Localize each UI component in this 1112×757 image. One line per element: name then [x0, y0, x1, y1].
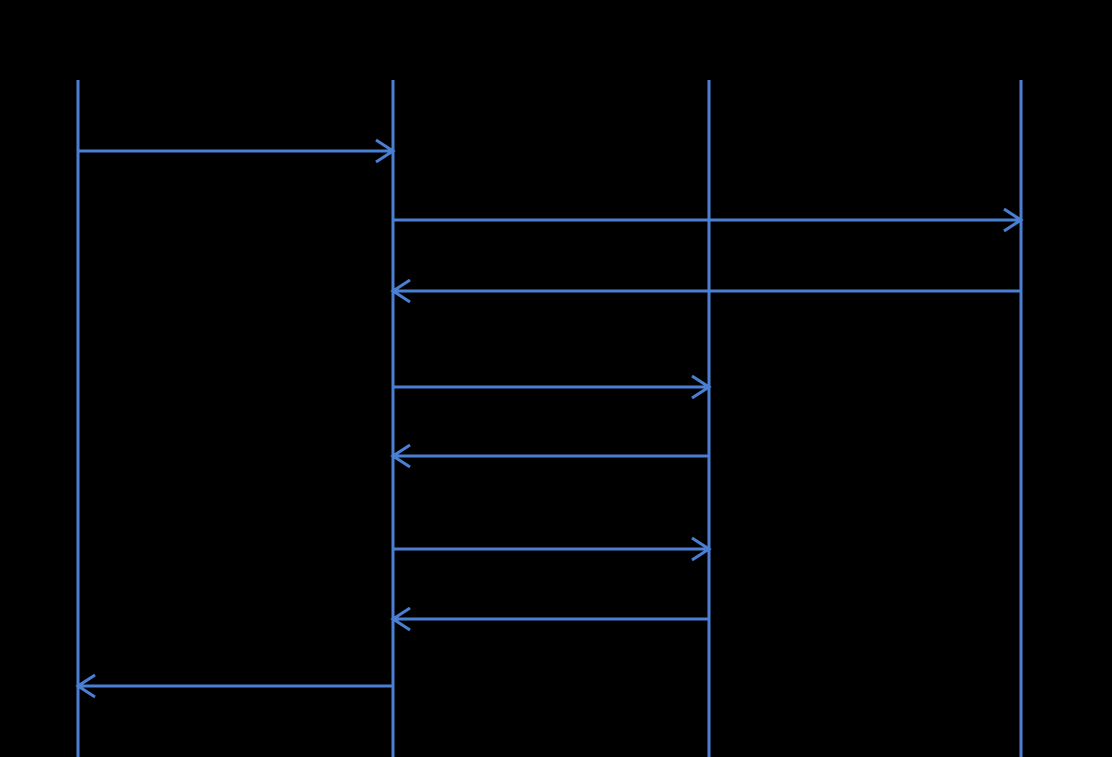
message-arrowhead-3: [390, 278, 411, 304]
message-4: [393, 374, 712, 400]
message-6: [393, 536, 712, 562]
message-arrowhead-5: [390, 443, 411, 469]
message-arrowhead-7: [390, 606, 411, 632]
message-arrowhead-4: [691, 374, 712, 400]
message-5: [390, 443, 709, 469]
message-arrowhead-8: [75, 673, 96, 699]
messages-group: [75, 138, 1024, 699]
message-arrowhead-6: [691, 536, 712, 562]
message-8: [75, 673, 393, 699]
lifelines-group: [76, 80, 1023, 757]
message-1: [78, 138, 396, 164]
message-arrowhead-2: [1003, 207, 1024, 233]
message-3: [390, 278, 1021, 304]
message-arrowhead-1: [375, 138, 396, 164]
message-2: [393, 207, 1024, 233]
message-7: [390, 606, 709, 632]
